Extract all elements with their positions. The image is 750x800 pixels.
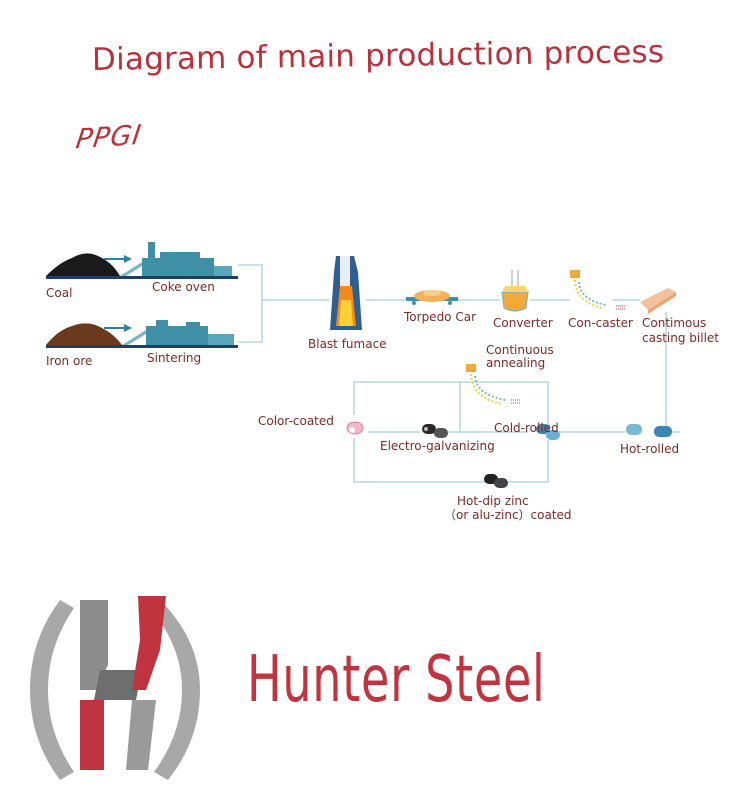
- casting-billet-icon: [640, 288, 676, 314]
- cold-rolled-label: Cold-rolled: [494, 421, 559, 435]
- con-caster-icon: [570, 270, 626, 310]
- continuous-annealing-icon: [466, 364, 521, 405]
- hot-rolled-coil-icon: [626, 424, 672, 437]
- coal-pile-icon: [46, 253, 238, 279]
- casting-billet-label-1: Contimous: [642, 316, 707, 330]
- hot-dip-label-1: Hot-dip zinc: [457, 494, 529, 508]
- casting-billet-label-2: casting billet: [642, 331, 719, 345]
- iron-ore-pile-icon: [46, 323, 238, 348]
- coal-label: Coal: [46, 286, 73, 300]
- converter-icon: [501, 270, 529, 312]
- iron-ore-label: Iron ore: [46, 354, 93, 368]
- blast-furnace-icon: [330, 256, 362, 330]
- torpedo-car-label: Torpedo Car: [404, 310, 477, 324]
- product-subtitle: PPGI: [73, 119, 144, 156]
- arrow-icon: [104, 324, 132, 332]
- hot-dip-coil-icon: [484, 474, 508, 488]
- coke-oven-icon: [120, 242, 232, 276]
- hot-rolled-label: Hot-rolled: [620, 442, 680, 456]
- hot-dip-label-2: （or alu-zinc）coated: [444, 508, 572, 522]
- coke-oven-label: Coke oven: [152, 280, 215, 294]
- electro-galvanizing-label: Electro-galvanizing: [380, 439, 495, 453]
- electro-galvanizing-coil-icon: [422, 424, 448, 438]
- converter-label: Converter: [493, 316, 553, 330]
- color-coated-coil-icon: [346, 421, 364, 435]
- sintering-label: Sintering: [147, 351, 202, 365]
- arrow-icon: [104, 255, 132, 263]
- color-coated-label: Color-coated: [258, 414, 334, 428]
- blast-furnace-label: Blast fumace: [308, 337, 387, 351]
- hunter-steel-h-logo: [30, 596, 200, 780]
- annealing-label-1: Continuous: [486, 343, 554, 357]
- sintering-plant-icon: [122, 320, 234, 345]
- cold-rolled-coil-icon: [536, 424, 560, 440]
- brand-name: Hunter Steel: [247, 643, 546, 717]
- annealing-label-2: annealing: [486, 356, 546, 370]
- con-caster-label: Con-caster: [568, 316, 633, 330]
- torpedo-car-icon: [406, 290, 458, 305]
